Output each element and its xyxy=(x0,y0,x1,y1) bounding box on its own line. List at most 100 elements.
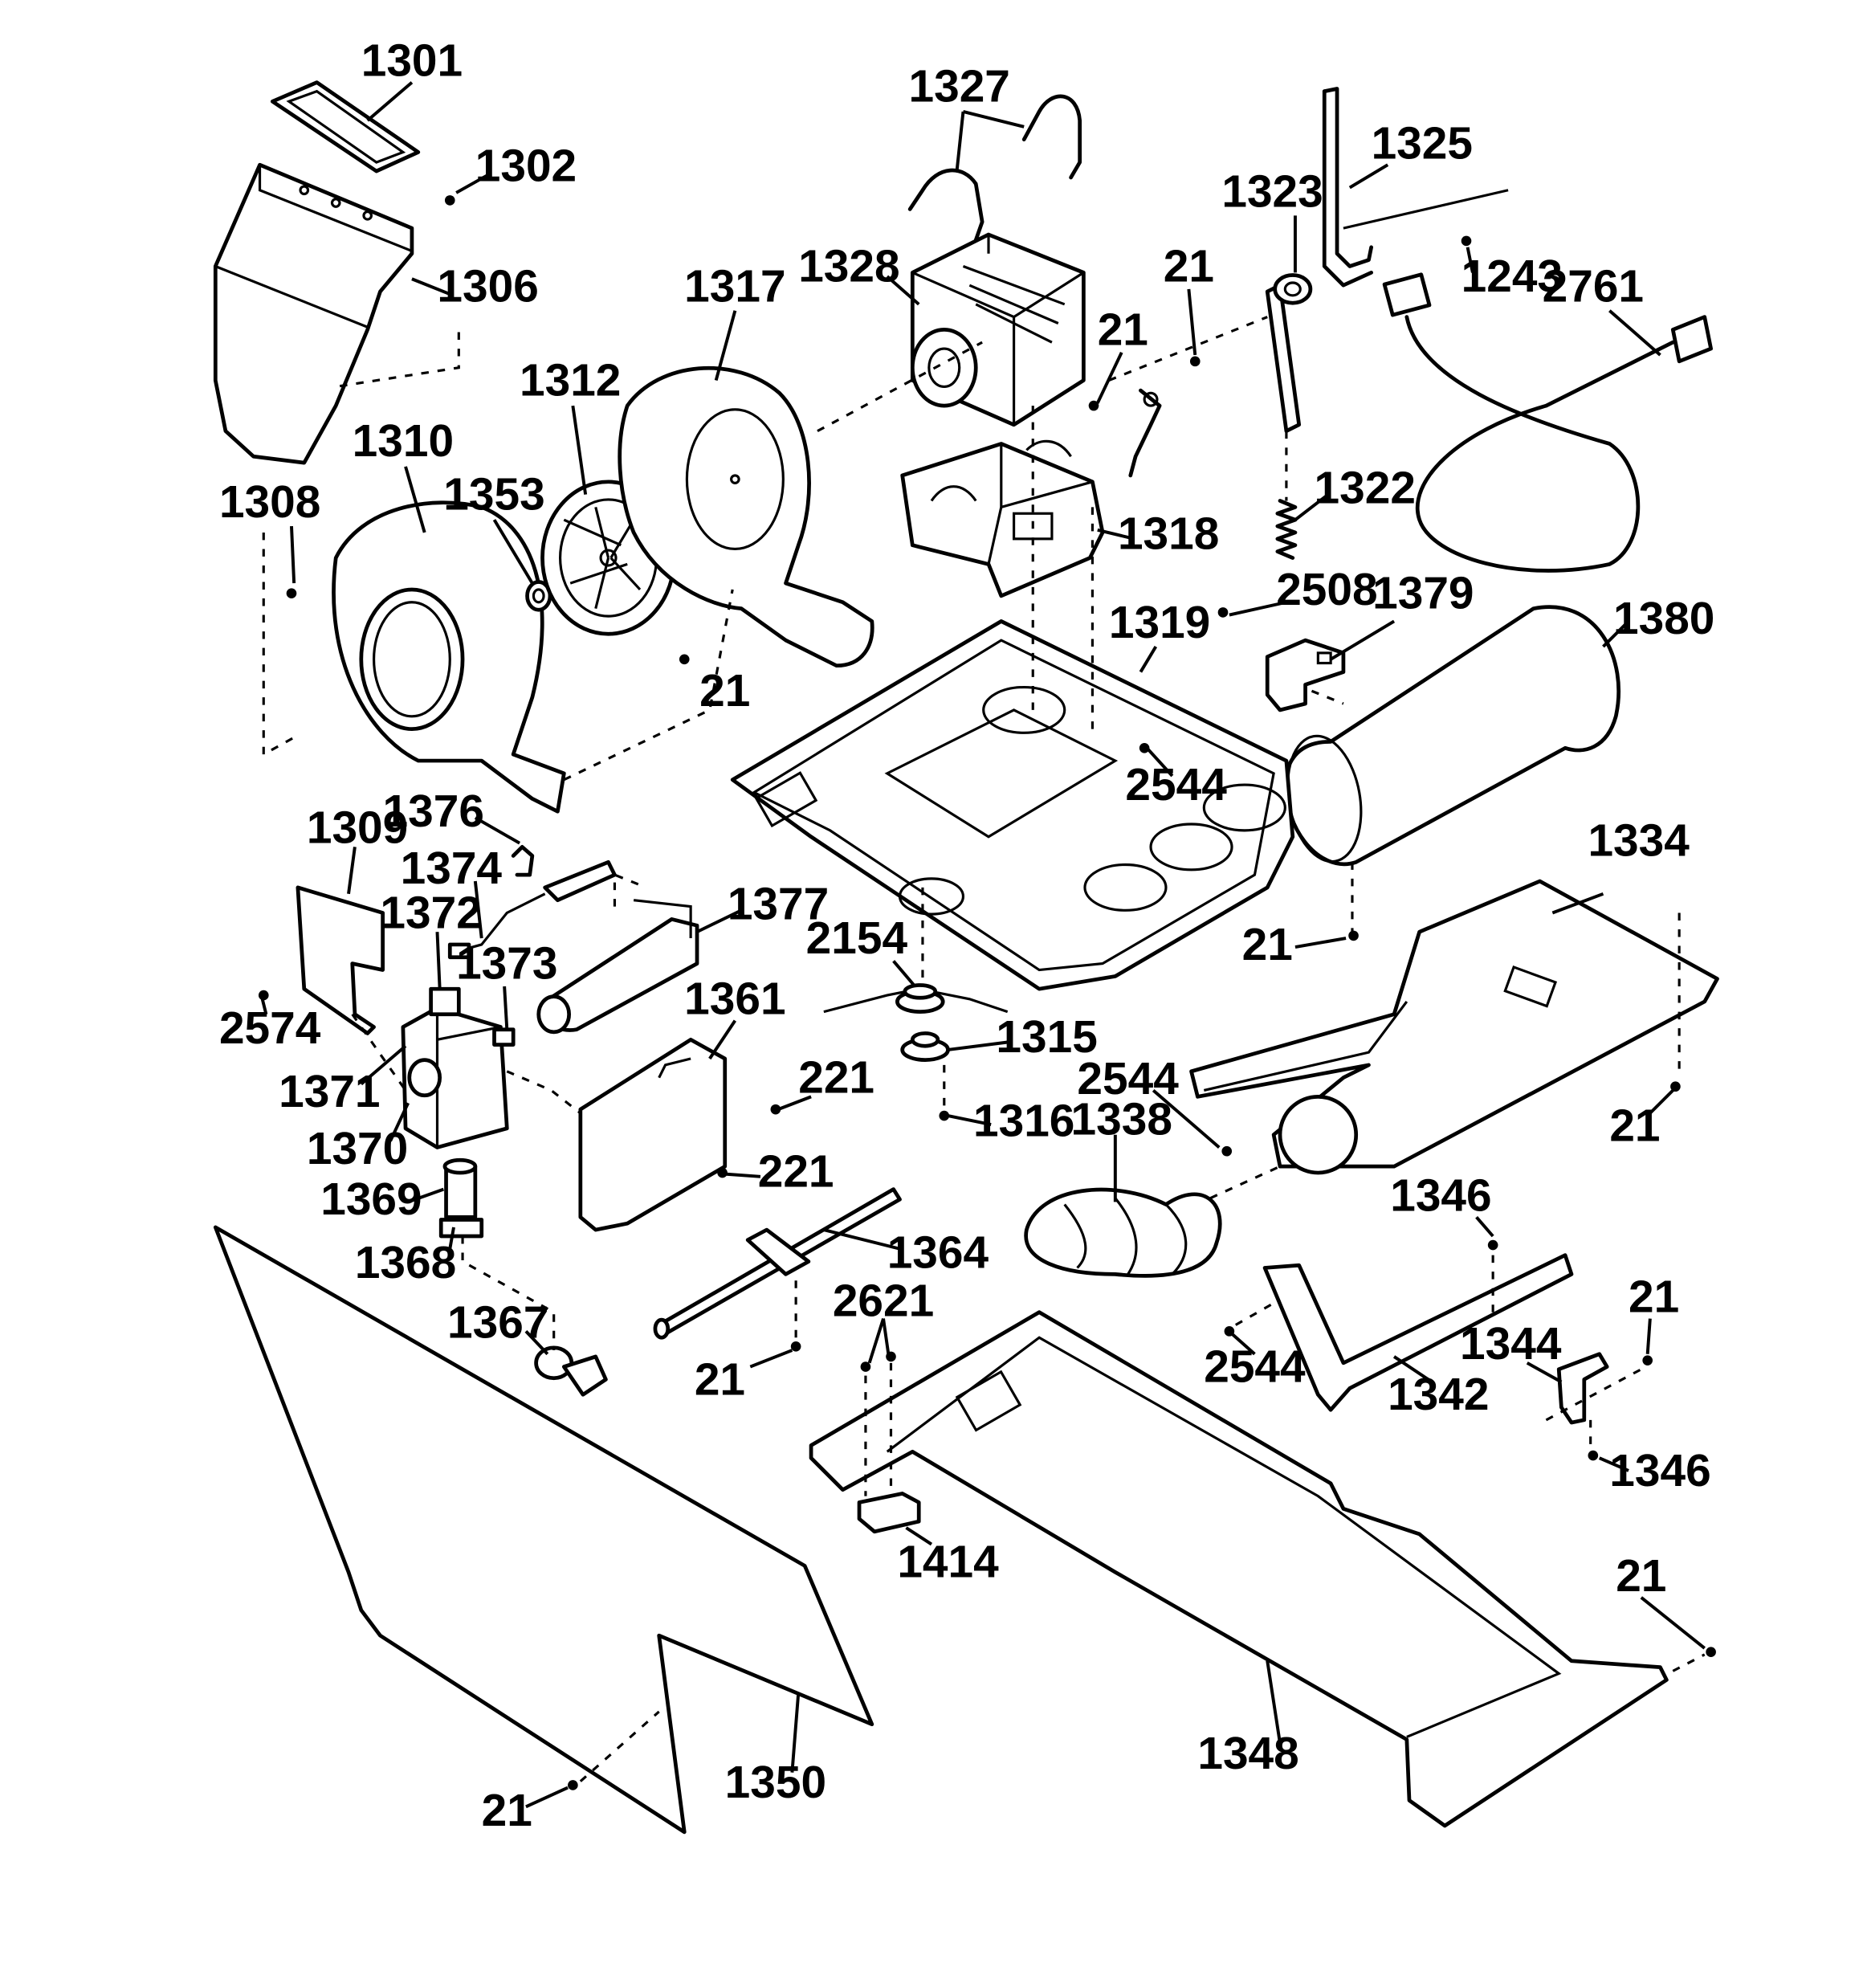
label-1364: 1364 xyxy=(887,1227,989,1278)
part-1367-elbow xyxy=(534,1345,608,1397)
label-1323: 1323 xyxy=(1221,166,1323,217)
part-2154-sensor xyxy=(823,983,1009,1014)
label-1374: 1374 xyxy=(401,843,503,894)
label-1376: 1376 xyxy=(383,786,484,837)
part-idler-hook xyxy=(1128,388,1162,478)
part-1364-gas-pipe xyxy=(653,1187,902,1340)
label-1308: 1308 xyxy=(219,477,320,528)
label-1328: 1328 xyxy=(798,241,899,292)
label-1302: 1302 xyxy=(475,141,577,192)
part-1327-clamps xyxy=(907,94,1082,250)
label-1306: 1306 xyxy=(437,262,538,312)
label-21-panel: 21 xyxy=(482,1786,532,1836)
part-1310-blower-housing xyxy=(332,500,566,814)
part-1309-heat-shield xyxy=(296,885,385,1035)
label-1243: 1243 xyxy=(1461,251,1563,302)
hardware-screws xyxy=(258,195,1716,1790)
label-1368: 1368 xyxy=(355,1238,456,1288)
label-1312: 1312 xyxy=(520,355,621,406)
label-1309: 1309 xyxy=(307,803,408,854)
label-2761: 2761 xyxy=(1543,262,1644,312)
leader-lines xyxy=(260,81,1706,1809)
part-1414-pad xyxy=(857,1492,921,1534)
label-1380: 1380 xyxy=(1613,594,1714,644)
part-1361-bracket xyxy=(578,1037,728,1232)
label-21-bracket: 21 xyxy=(1629,1272,1679,1323)
label-1318: 1318 xyxy=(1118,508,1219,559)
part-1368-fitting xyxy=(438,1218,484,1239)
part-1306-duct xyxy=(213,162,414,465)
part-1317-blower-cover xyxy=(618,365,874,668)
part-1380-heater-drum xyxy=(1283,605,1620,866)
label-1346-top: 1346 xyxy=(1390,1170,1491,1221)
part-1323-idler-arm xyxy=(1265,273,1313,434)
label-1367: 1367 xyxy=(447,1297,548,1348)
label-221-b: 221 xyxy=(758,1146,834,1197)
label-21-motor-b: 21 xyxy=(1098,304,1148,355)
label-2508: 2508 xyxy=(1276,565,1377,615)
label-1414: 1414 xyxy=(897,1537,999,1588)
part-1350-front-panel xyxy=(213,1225,874,1835)
label-21-motor-a: 21 xyxy=(1164,241,1214,292)
label-1338: 1338 xyxy=(1071,1095,1172,1145)
part-1376-clip xyxy=(511,845,535,877)
label-1325: 1325 xyxy=(1372,118,1473,169)
label-1327: 1327 xyxy=(909,61,1010,112)
label-1342: 1342 xyxy=(1388,1370,1489,1420)
label-1350: 1350 xyxy=(725,1757,826,1808)
part-1318-motor-mount xyxy=(900,439,1105,598)
label-2544-duct: 2544 xyxy=(1077,1054,1179,1104)
label-1379: 1379 xyxy=(1372,569,1474,619)
label-1317: 1317 xyxy=(684,262,785,312)
label-1369: 1369 xyxy=(320,1174,422,1225)
part-1328-motor xyxy=(910,232,1086,427)
label-1344: 1344 xyxy=(1460,1319,1562,1370)
label-2621: 2621 xyxy=(833,1276,934,1326)
alignment-lines xyxy=(262,316,1706,1782)
label-1322: 1322 xyxy=(1315,463,1416,514)
label-1310: 1310 xyxy=(353,416,454,467)
part-1325-bracket xyxy=(1322,87,1509,288)
label-2544-base: 2544 xyxy=(1125,760,1227,810)
label-1348: 1348 xyxy=(1197,1729,1298,1779)
label-1377: 1377 xyxy=(728,879,829,929)
label-2574: 2574 xyxy=(219,1003,321,1054)
label-1373: 1373 xyxy=(456,939,557,990)
label-1334: 1334 xyxy=(1588,815,1690,866)
label-21-pipe: 21 xyxy=(695,1354,745,1405)
label-21-base: 21 xyxy=(1616,1551,1666,1602)
label-21-blower: 21 xyxy=(699,666,750,716)
label-1346-bottom: 1346 xyxy=(1609,1446,1710,1496)
label-2154: 2154 xyxy=(806,913,908,964)
part-1342-rail xyxy=(1262,1253,1574,1412)
label-1301: 1301 xyxy=(361,36,463,87)
label-1353: 1353 xyxy=(443,470,544,520)
label-1319: 1319 xyxy=(1109,598,1210,648)
label-221-a: 221 xyxy=(798,1053,874,1104)
callout-labels: 1301 1302 1306 1308 1310 1312 1317 1327 … xyxy=(219,36,1714,1836)
label-2544-rail: 2544 xyxy=(1204,1342,1306,1393)
part-1301-gasket xyxy=(270,80,421,173)
part-1322-spring xyxy=(1275,499,1298,560)
part-1338-duct-boot xyxy=(1024,1187,1222,1278)
label-1372: 1372 xyxy=(380,888,481,938)
part-1319-base-pan xyxy=(730,619,1295,991)
label-1316: 1316 xyxy=(973,1096,1074,1146)
label-1315: 1315 xyxy=(996,1012,1097,1063)
part-1379-bracket xyxy=(1265,638,1346,712)
label-21-drum: 21 xyxy=(1242,920,1293,970)
part-1315-grommet xyxy=(900,1031,950,1062)
label-1371: 1371 xyxy=(279,1067,380,1117)
part-1370-gas-valve xyxy=(401,986,516,1149)
label-21-right: 21 xyxy=(1609,1101,1660,1152)
part-1377-burner-tube xyxy=(536,899,699,1035)
label-1370: 1370 xyxy=(307,1124,408,1174)
label-1361: 1361 xyxy=(684,974,785,1025)
part-1369-nipple xyxy=(442,1157,478,1219)
part-1344-bracket xyxy=(1556,1352,1609,1425)
part-1348-base-plate xyxy=(809,1310,1669,1828)
part-1374-igniter xyxy=(447,859,617,960)
part-1334-exhaust-duct xyxy=(1189,879,1719,1175)
part-2761-power-cord xyxy=(1382,272,1713,573)
